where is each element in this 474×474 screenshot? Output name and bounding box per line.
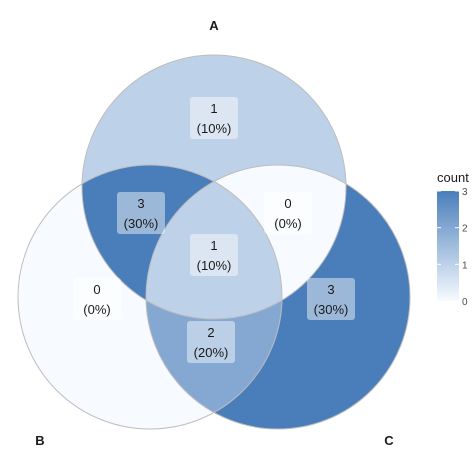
set-label-a: A — [209, 18, 219, 33]
region-label-a-c: 0 (0%) — [264, 192, 312, 234]
region-count: 3 — [137, 196, 144, 211]
region-percent: (0%) — [83, 302, 110, 317]
region-count: 0 — [93, 282, 100, 297]
region-label-a-b: 3 (30%) — [117, 192, 165, 234]
legend-tick-label: 0 — [462, 297, 468, 308]
circle-outline-b — [17, 164, 283, 430]
circle-outline-c — [145, 164, 411, 430]
label-box — [307, 278, 355, 320]
region-label-a: 1 (10%) — [190, 97, 238, 139]
venn-outlines — [17, 54, 411, 430]
region-count: 1 — [210, 238, 217, 253]
venn-labels: 1 (10%) 0 (0%) 3 (30%) 3 (30%) 0 (0%) 2 (20%) 1 (10%) — [73, 97, 355, 363]
label-box — [264, 192, 312, 234]
set-names: A B C — [35, 18, 394, 448]
label-box — [73, 278, 121, 320]
region-percent: (10%) — [197, 258, 232, 273]
label-box — [190, 97, 238, 139]
legend-tick-label: 1 — [462, 260, 468, 271]
region-label-a-b-c: 1 (10%) — [190, 234, 238, 276]
label-box — [187, 321, 235, 363]
region-count: 2 — [207, 325, 214, 340]
region-percent: (30%) — [314, 302, 349, 317]
region-percent: (0%) — [274, 216, 301, 231]
label-box — [190, 234, 238, 276]
region-label-c: 3 (30%) — [307, 278, 355, 320]
region-count: 0 — [284, 196, 291, 211]
legend-colorbar — [437, 191, 459, 301]
region-label-b: 0 (0%) — [73, 278, 121, 320]
region-percent: (20%) — [194, 345, 229, 360]
set-label-c: C — [384, 433, 394, 448]
region-count: 1 — [210, 101, 217, 116]
legend-tick-label: 3 — [462, 187, 468, 198]
region-count: 3 — [327, 282, 334, 297]
set-label-b: B — [35, 433, 44, 448]
label-box — [117, 192, 165, 234]
region-label-b-c: 2 (20%) — [187, 321, 235, 363]
legend: count 0 1 2 3 — [437, 170, 469, 308]
legend-tick-label: 2 — [462, 224, 468, 235]
circle-outline-a — [81, 54, 347, 320]
region-percent: (30%) — [124, 216, 159, 231]
legend-title: count — [437, 170, 469, 185]
region-percent: (10%) — [197, 121, 232, 136]
